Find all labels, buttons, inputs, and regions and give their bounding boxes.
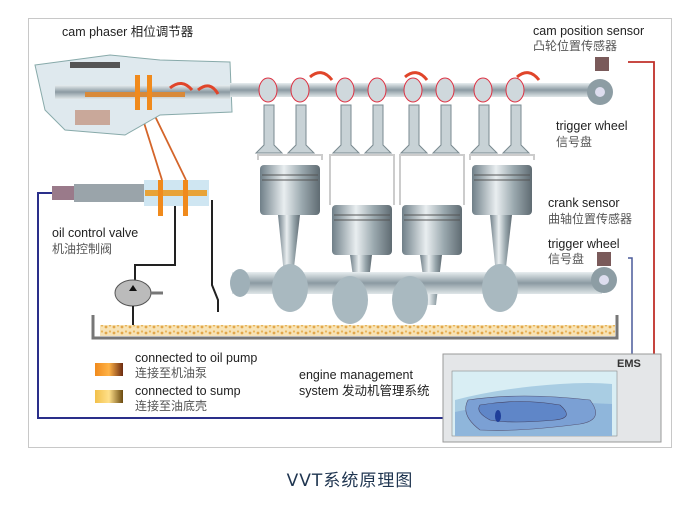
ems-label-line2: system 发动机管理系统	[299, 384, 430, 398]
rotation-arrows	[169, 71, 541, 95]
ems-box-label: EMS	[617, 358, 641, 370]
figure-caption: VVT系统原理图	[286, 471, 414, 491]
legend-sump-label-zh: 连接至油底壳	[135, 399, 208, 413]
cam-sensor-label: cam position sensor	[533, 24, 645, 38]
cam-sensor	[595, 57, 609, 71]
oil-line-2	[151, 109, 187, 181]
ocv-wire-2	[211, 200, 219, 312]
oil-control-valve	[52, 180, 209, 216]
crank-sensor	[597, 252, 611, 266]
crank-trigger-wheel-label-zh: 信号盘	[548, 252, 585, 266]
oil-control-valve-label-zh: 机油控制阀	[52, 242, 113, 256]
legend-sump-label: connected to sump	[135, 384, 241, 398]
legend-oil-pump-label-zh: 连接至机油泵	[135, 366, 208, 380]
ocv-wire-1	[134, 200, 176, 285]
ems-label: engine management	[299, 368, 413, 382]
oil-pump-symbol	[114, 279, 163, 330]
oil-level	[100, 325, 615, 336]
oil-sump	[91, 315, 619, 340]
legend-swatch-sump	[95, 390, 123, 403]
cam-sensor-label-zh: 凸轮位置传感器	[533, 39, 618, 53]
crank-sensor-label-zh: 曲轴位置传感器	[548, 212, 633, 226]
cam-trigger-wheel	[587, 79, 613, 105]
cam-trigger-wheel-label: trigger wheel	[556, 119, 628, 133]
legend-swatch-oil-pump	[95, 363, 123, 376]
cylinder-walls	[257, 154, 535, 205]
cam-phaser	[34, 54, 233, 136]
ems-unit	[442, 353, 662, 443]
legend-oil-pump-label: connected to oil pump	[135, 351, 258, 365]
oil-control-valve-label: oil control valve	[52, 226, 139, 240]
ems-wire-blue	[37, 192, 448, 419]
cam-trigger-wheel-label-zh: 信号盘	[556, 135, 593, 149]
valves	[254, 104, 531, 154]
crank-trigger-wheel	[591, 267, 617, 293]
crank-sensor-label: crank sensor	[548, 196, 620, 210]
cam-lobes	[258, 77, 525, 103]
crankshaft	[230, 264, 602, 324]
cam-sensor-wire	[628, 61, 655, 355]
diagram-frame	[28, 18, 672, 448]
cam-phaser-label: cam phaser 相位调节器	[62, 25, 194, 39]
crank-trigger-wheel-label: trigger wheel	[548, 237, 620, 251]
crank-sensor-wire	[628, 257, 633, 355]
